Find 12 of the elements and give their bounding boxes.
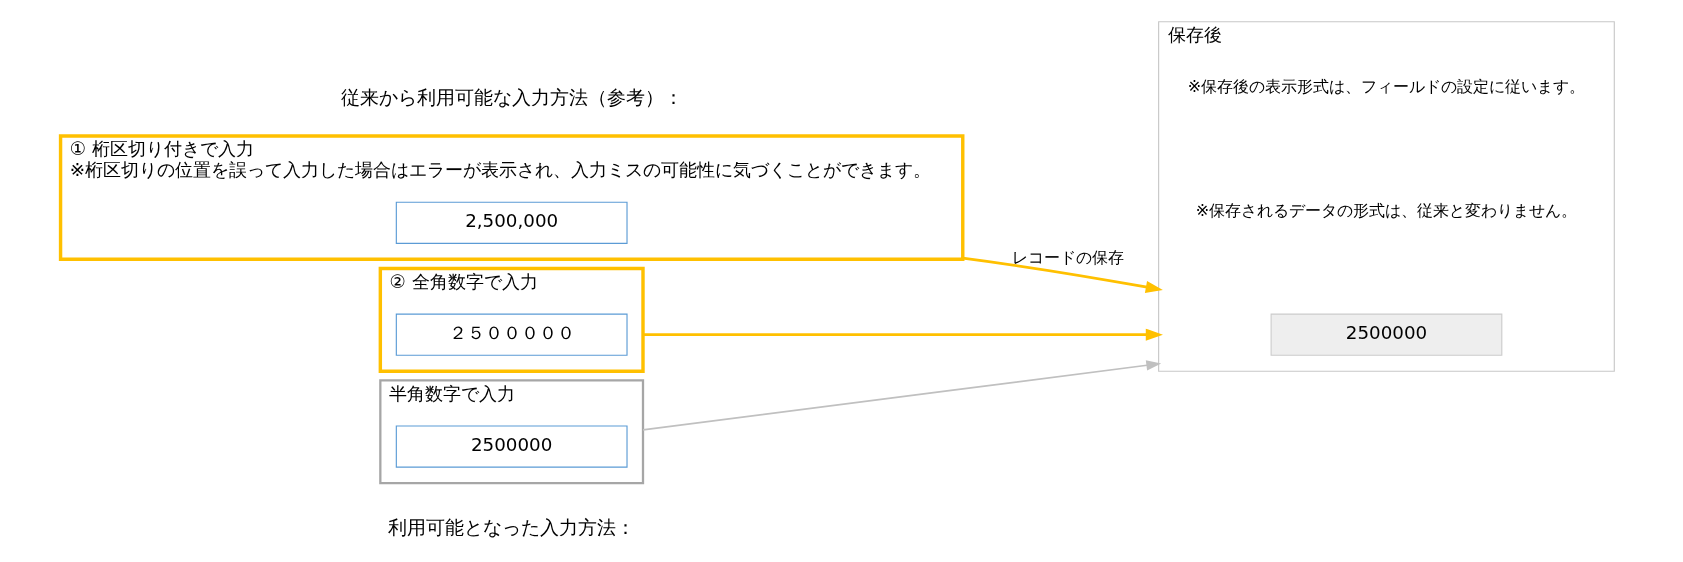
edge-label: レコードの保存 [1011, 247, 1124, 267]
label: 利用可能となった入力方法： [387, 515, 635, 539]
node-label: ※保存後の表示形式は、フィールドの設定に従います。 [1187, 77, 1585, 97]
arrow [642, 328, 1163, 341]
arrow [962, 256, 1163, 293]
node-box: ２５０００００ [395, 313, 628, 356]
arrow [641, 360, 1161, 431]
node-box: 2500000 [1270, 313, 1502, 356]
node-box: 2,500,000 [395, 201, 628, 244]
label: 従来から利用可能な入力方法（参考）： [340, 86, 683, 110]
node-box: 2500000 [395, 425, 628, 468]
node-label: ※保存されるデータの形式は、従来と変わりません。 [1195, 200, 1577, 220]
